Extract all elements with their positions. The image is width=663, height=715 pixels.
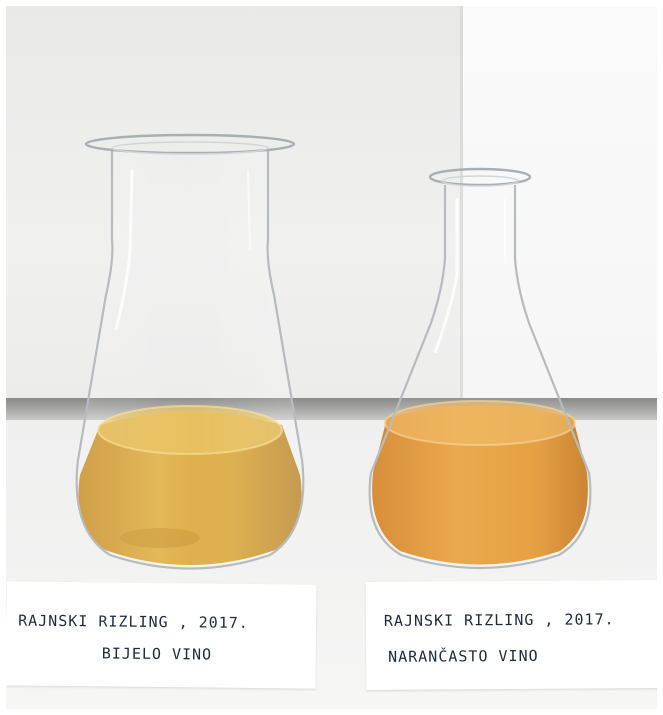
left-label-line2: BIJELO VINO <box>101 644 213 664</box>
right-flask-orange-wine <box>368 167 592 570</box>
wall-seam <box>460 0 463 405</box>
left-label-line1: RAJNSKI RIZLING , 2017. <box>18 611 249 632</box>
right-label-line1: RAJNSKI RIZLING , 2017. <box>383 610 615 630</box>
right-label-line2: NARANČASTO VINO <box>388 646 539 666</box>
right-label-card: RAJNSKI RIZLING , 2017. NARANČASTO VINO <box>365 579 663 691</box>
left-label-card: RAJNSKI RIZLING , 2017. BIJELO VINO <box>5 581 317 689</box>
left-flask-white-wine <box>75 133 305 570</box>
background-wall-panel <box>462 0 663 405</box>
